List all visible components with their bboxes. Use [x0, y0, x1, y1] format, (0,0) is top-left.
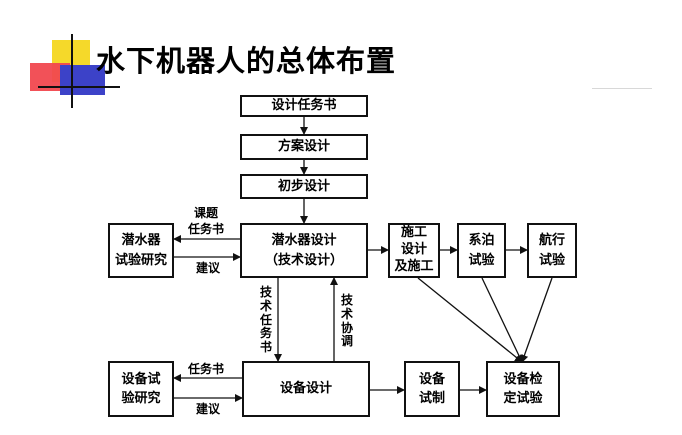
- node-construction-line3: 及施工: [394, 258, 434, 274]
- node-mooring-test: 系泊 试验: [457, 223, 506, 278]
- node-submersible-design-line1: 潜水器设计: [271, 233, 337, 248]
- node-preliminary-design-label: 初步设计: [277, 178, 330, 194]
- node-mooring-test-line2: 试验: [468, 252, 495, 268]
- decor-slide-line: [592, 88, 652, 89]
- node-scheme-design-label: 方案设计: [277, 139, 330, 155]
- decor-horizontal-line: [38, 86, 120, 88]
- node-scheme-design: 方案设计: [240, 134, 368, 160]
- node-mooring-test-line1: 系泊: [468, 233, 495, 248]
- node-equipment-check-line2: 定试验: [503, 391, 543, 406]
- node-submersible-design-line2: （技术设计）: [264, 252, 343, 268]
- label-suggestion-upper: 建议: [196, 261, 221, 275]
- label-technical-task: 技术任务书: [259, 285, 272, 355]
- label-topic-task-line1: 课题: [194, 206, 219, 220]
- node-design-task-label: 设计任务书: [271, 98, 337, 114]
- node-design-task: 设计任务书: [240, 95, 368, 117]
- node-preliminary-design: 初步设计: [240, 174, 368, 199]
- node-equipment-test-line2: 验研究: [121, 391, 161, 406]
- node-construction-line2: 设计: [400, 242, 427, 258]
- slide-title: 水下机器人的总体布置: [96, 44, 397, 78]
- node-construction-line1: 施工: [400, 225, 427, 241]
- label-topic-task: 课题 任务书: [188, 206, 224, 237]
- node-submersible-design: 潜水器设计 （技术设计）: [240, 223, 368, 278]
- label-suggestion-lower: 建议: [196, 402, 221, 416]
- node-equipment-make-line2: 试制: [418, 391, 445, 406]
- label-topic-task-line2: 任务书: [188, 221, 225, 236]
- node-equipment-check: 设备检 定试验: [486, 361, 560, 417]
- node-equipment-design-label: 设备设计: [279, 381, 332, 397]
- node-sailing-test: 航行 试验: [527, 223, 577, 278]
- label-technical-coordination: 技术协调: [340, 293, 353, 349]
- node-equipment-make: 设备 试制: [404, 361, 460, 417]
- node-equipment-make-line1: 设备: [418, 371, 445, 387]
- decor-vertical-line: [71, 34, 73, 108]
- label-task-book: 任务书: [188, 362, 225, 376]
- node-submersible-test: 潜水器 试验研究: [108, 223, 174, 278]
- decor-blue-square: [60, 65, 105, 95]
- node-equipment-test: 设备试 验研究: [108, 361, 174, 417]
- node-submersible-test-line1: 潜水器: [121, 233, 161, 248]
- node-equipment-check-line1: 设备检: [503, 371, 543, 387]
- node-equipment-design: 设备设计: [242, 361, 370, 417]
- node-submersible-test-line2: 试验研究: [114, 252, 167, 268]
- node-construction: 施工 设计 及施工: [388, 223, 440, 278]
- node-equipment-test-line1: 设备试: [121, 371, 161, 387]
- node-sailing-test-line1: 航行: [538, 233, 565, 248]
- node-sailing-test-line2: 试验: [538, 252, 565, 268]
